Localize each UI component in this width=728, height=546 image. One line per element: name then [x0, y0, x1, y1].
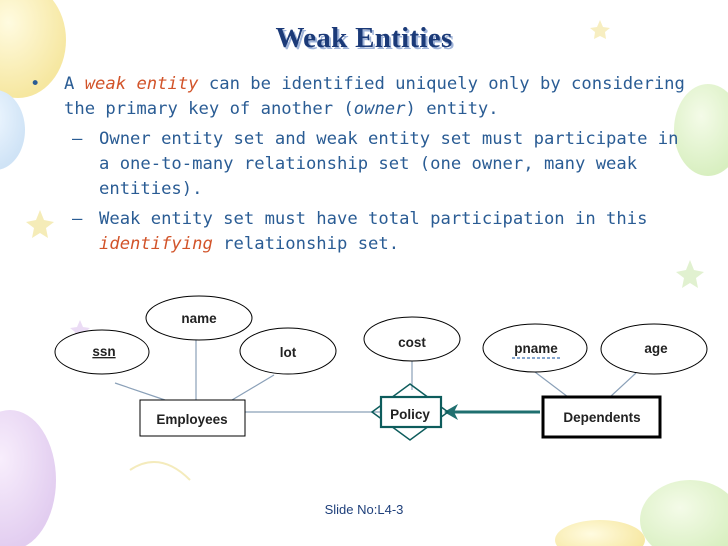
balloon-yellow-bottom-shape	[555, 520, 645, 546]
attr-pname-label: pname	[514, 341, 558, 356]
slide-title: Weak Entities	[275, 22, 453, 54]
entity-employees-box	[139, 399, 246, 437]
star-icon	[590, 20, 610, 39]
bullet-weak-entity: • A weak entity can be identified unique…	[30, 72, 722, 122]
bullet-list: • A weak entity can be identified unique…	[30, 72, 722, 257]
sub2-line1: Weak entity set must have total particip…	[99, 209, 648, 229]
dash-icon: –	[72, 129, 83, 149]
attr-ssn-label: ssn	[92, 344, 115, 359]
attr-age-label: age	[644, 341, 668, 356]
balloon-purple-shape	[0, 410, 56, 546]
attr-pname-ellipse	[482, 323, 588, 373]
star-icon	[676, 260, 704, 288]
owner-term: owner	[353, 99, 406, 119]
balloon-green-shape	[674, 84, 728, 176]
bullet-text-line1: can be identified uniquely only by consi…	[198, 74, 685, 94]
bullet-dot-icon: •	[30, 74, 41, 94]
entity-dependents-label: Dependents	[563, 410, 640, 425]
attr-lot-ellipse	[239, 327, 337, 375]
sub2-line2: relationship set.	[212, 234, 400, 254]
attr-cost-label: cost	[398, 335, 426, 350]
entity-employees-label: Employees	[156, 412, 227, 427]
bullet-text-prefix: A	[64, 74, 85, 94]
attr-name-ellipse	[145, 295, 253, 341]
connector-lot-employees	[231, 374, 275, 401]
balloon-blue-shape	[0, 90, 25, 170]
bullet-text-line2b: ) entity.	[405, 99, 499, 119]
streamer-shape	[129, 461, 191, 481]
entity-dependents-box	[541, 395, 662, 439]
sub1-line3: entities).	[99, 179, 203, 199]
sub-bullet-total-participation: – Weak entity set must have total partic…	[30, 207, 722, 257]
slide-number: Slide No:L4-3	[324, 502, 404, 517]
balloon-yellow-shape	[0, 0, 66, 98]
arrow-head-icon	[444, 404, 458, 420]
attr-ssn-ellipse	[54, 329, 150, 375]
attr-name-label: name	[181, 311, 217, 326]
dash-icon: –	[72, 209, 83, 229]
star-icon	[26, 210, 54, 238]
sub1-line2: a one-to-many relationship set (one owne…	[99, 154, 638, 174]
sub-bullet-participation: – Owner entity set and weak entity set m…	[30, 127, 722, 202]
relationship-policy-label: Policy	[390, 407, 430, 422]
connector-age-dependents	[609, 372, 637, 398]
balloon-green-bottom-shape	[640, 480, 728, 546]
bullet-text-line2a: the primary key of another (	[64, 99, 354, 119]
attr-age-ellipse	[600, 323, 708, 375]
connector-ssn-employees	[114, 382, 166, 401]
attr-lot-label: lot	[280, 345, 297, 360]
relationship-policy-box	[379, 395, 443, 429]
attr-cost-ellipse	[363, 316, 461, 362]
sub1-line1: Owner entity set and weak entity set mus…	[99, 129, 679, 149]
weak-entity-term: weak entity	[84, 74, 199, 94]
identifying-term: identifying	[99, 234, 213, 254]
connector-pname-dependents	[534, 371, 569, 398]
